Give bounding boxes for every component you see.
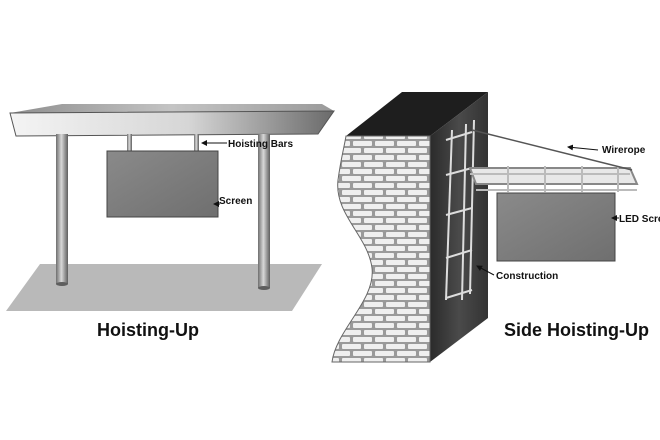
screen-panel (106, 150, 219, 218)
pillar-left (56, 134, 68, 284)
wirerope-leader (567, 144, 599, 151)
label-led-screen: LED Scre (619, 214, 660, 225)
pillar-right-base (258, 286, 270, 290)
construction-leader (476, 265, 495, 276)
hoisting-up-diagram: Hoisting Bars Screen Hoisting-Up (6, 104, 335, 340)
brick-wall-face (331, 135, 431, 363)
led-screen-panel (496, 192, 616, 262)
label-wirerope: Wirerope (602, 145, 646, 156)
pillar-right (258, 134, 270, 288)
steel-construction (445, 119, 475, 301)
ground-slab (6, 264, 322, 311)
wirerope-line (471, 129, 633, 171)
pillar-left-base (56, 282, 68, 286)
side-hoisting-up-diagram: Wirerope LED Scre Construction Side Hois… (331, 92, 660, 363)
label-hoisting-bars: Hoisting Bars (228, 139, 293, 150)
hoisting-truss (468, 166, 639, 192)
wall-top (346, 92, 488, 136)
label-construction: Construction (496, 271, 558, 282)
hoisting-bar-left (127, 134, 132, 152)
roof-front (9, 110, 335, 137)
label-screen: Screen (219, 196, 252, 207)
hoisting-bar-right (194, 134, 199, 152)
caption-hoisting-up: Hoisting-Up (97, 320, 199, 340)
roof-top (10, 104, 334, 113)
caption-side-hoisting-up: Side Hoisting-Up (504, 320, 649, 340)
